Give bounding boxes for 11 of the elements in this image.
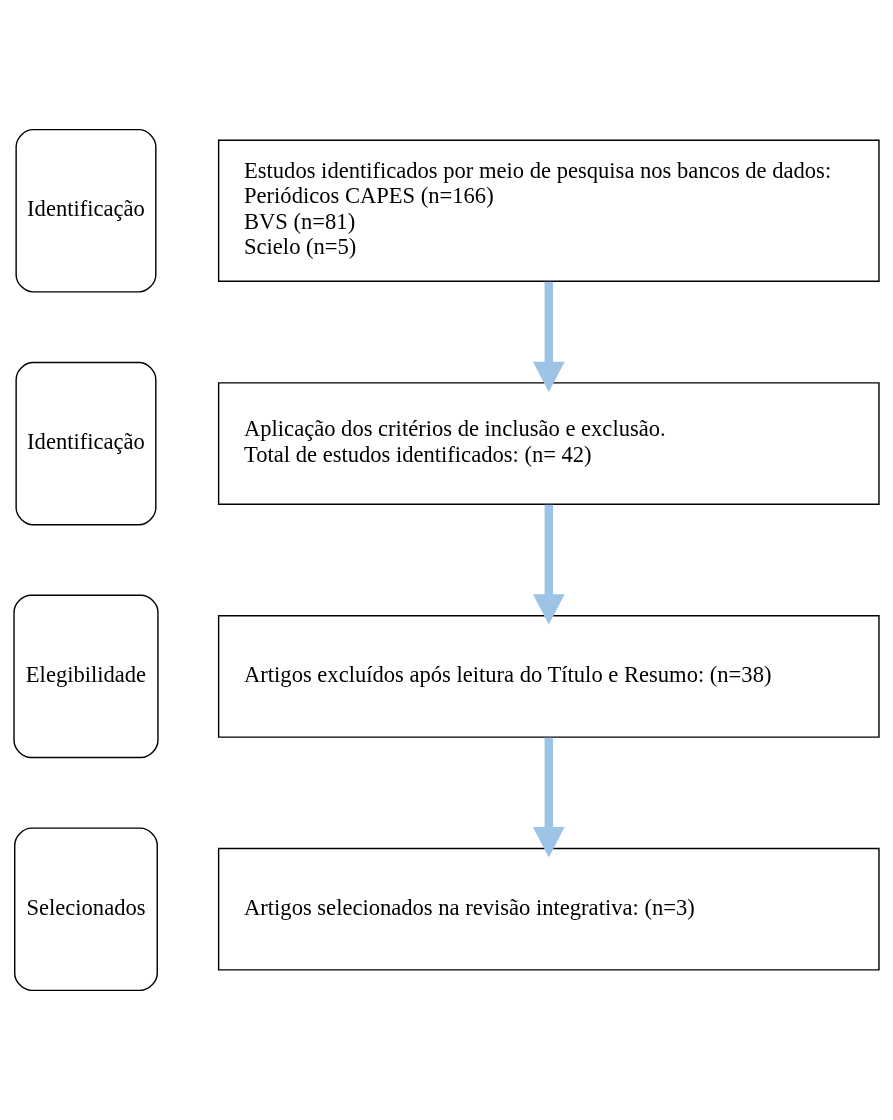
node-box: Artigos excluídos após leitura do Título e Resumo: (n=38) [217, 615, 880, 738]
node-box: Aplicação dos critérios de inclusão e exclusão. Total de estudos identificados: (n= 42) [217, 382, 880, 505]
node-box: Estudos identificados por meio de pesquisa nos bancos de dados: Periódicos CAPES (n=166) BVS (n=81) Scielo (n=5) [217, 139, 880, 283]
node-box: Identificação [15, 128, 157, 293]
node-box: Identificação [15, 361, 157, 526]
arrow [532, 281, 565, 392]
node-box: Artigos selecionados na revisão integrativa: (n=3) [217, 847, 880, 971]
arrow [532, 737, 565, 858]
node-box: Selecionados [14, 827, 158, 992]
node-box: Elegibilidade [13, 594, 159, 759]
arrow [532, 504, 565, 625]
